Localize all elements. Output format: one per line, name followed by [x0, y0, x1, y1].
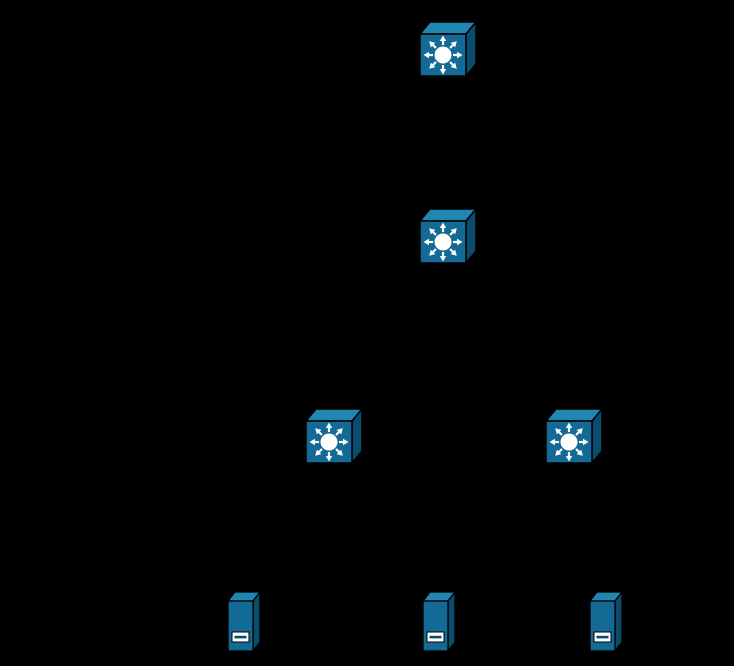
server-icon	[421, 590, 457, 653]
server-icon	[226, 590, 262, 653]
multilayer-switch-icon	[544, 406, 604, 466]
switch-core[interactable]	[417, 19, 483, 79]
multilayer-switch-icon	[418, 206, 478, 266]
switch-access-left[interactable]	[303, 406, 369, 466]
server-right[interactable]	[585, 590, 625, 654]
server-left[interactable]	[223, 590, 263, 654]
multilayer-switch-icon	[304, 406, 364, 466]
server-icon	[588, 590, 624, 653]
switch-access-right[interactable]	[543, 406, 609, 466]
multilayer-switch-icon	[418, 19, 478, 79]
switch-distribution[interactable]	[417, 206, 483, 266]
server-middle[interactable]	[418, 590, 458, 654]
